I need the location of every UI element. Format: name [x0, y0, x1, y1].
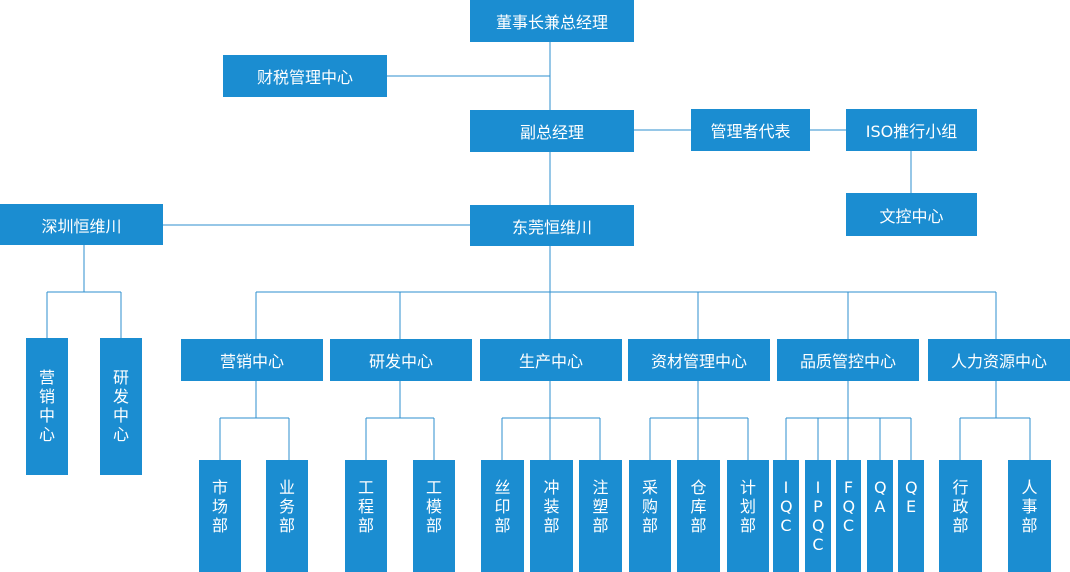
stamping-dept-label: 冲装部	[543, 478, 560, 535]
mold-dept-node: 工模部	[413, 460, 455, 572]
stamping-dept-node: 冲装部	[530, 460, 573, 572]
qa-node: QA	[867, 460, 893, 572]
ipqc-label: IPQC	[812, 478, 825, 554]
fqc-label: FQC	[842, 478, 856, 535]
personnel-dept-label: 人事部	[1021, 478, 1038, 535]
molding-dept-label: 注塑部	[592, 478, 609, 535]
vice-gm-node: 副总经理	[470, 110, 634, 152]
admin-dept-node: 行政部	[939, 460, 982, 572]
quality-center-label: 品质管控中心	[799, 352, 896, 371]
warehouse-dept-label: 仓库部	[690, 478, 707, 535]
purchasing-dept-label: 采购部	[641, 478, 658, 535]
doc-control-label: 文控中心	[879, 206, 944, 226]
finance-node: 财税管理中心	[223, 55, 387, 97]
sz-sales-label: 营销中心	[38, 368, 55, 444]
personnel-dept-node: 人事部	[1008, 460, 1051, 572]
engineering-dept-node: 工程部	[345, 460, 387, 572]
fqc-node: FQC	[836, 460, 861, 572]
shenzhen-label: 深圳恒维川	[41, 216, 122, 236]
quality-center-node: 品质管控中心	[777, 339, 919, 381]
sz-sales-node: 营销中心	[26, 338, 68, 475]
iqc-node: IQC	[773, 460, 799, 572]
rd-center-node: 研发中心	[330, 339, 472, 381]
materials-center-node: 资材管理中心	[628, 339, 770, 381]
sales-center-label: 营销中心	[219, 352, 284, 371]
sz-rd-node: 研发中心	[100, 338, 142, 475]
sz-rd-label: 研发中心	[112, 368, 129, 444]
warehouse-dept-node: 仓库部	[677, 460, 720, 572]
admin-dept-label: 行政部	[952, 478, 969, 535]
mold-dept-label: 工模部	[425, 478, 442, 535]
qe-node: QE	[898, 460, 924, 572]
iso-group-label: ISO推行小组	[865, 122, 958, 141]
iqc-label: IQC	[780, 478, 793, 535]
qe-label: QE	[905, 478, 918, 516]
dongguan-label: 东莞恒维川	[511, 217, 592, 237]
molding-dept-node: 注塑部	[579, 460, 622, 572]
production-center-node: 生产中心	[480, 339, 622, 381]
chairman-node: 董事长兼总经理	[470, 0, 634, 42]
purchasing-dept-node: 采购部	[629, 460, 671, 572]
qa-label: QA	[874, 478, 887, 516]
finance-label: 财税管理中心	[256, 68, 353, 87]
planning-dept-label: 计划部	[739, 478, 756, 535]
ipqc-node: IPQC	[805, 460, 831, 572]
iso-group-node: ISO推行小组	[846, 109, 977, 151]
mgmt-rep-node: 管理者代表	[691, 109, 810, 151]
materials-center-label: 资材管理中心	[650, 352, 747, 371]
engineering-dept-label: 工程部	[357, 478, 374, 535]
doc-control-node: 文控中心	[846, 193, 977, 236]
hr-center-label: 人力资源中心	[950, 352, 1047, 371]
silkscreen-dept-label: 丝印部	[494, 478, 511, 535]
business-dept-label: 业务部	[278, 478, 295, 535]
business-dept-node: 业务部	[266, 460, 308, 572]
planning-dept-node: 计划部	[727, 460, 769, 572]
chairman-label: 董事长兼总经理	[495, 13, 608, 32]
production-center-label: 生产中心	[518, 352, 583, 371]
silkscreen-dept-node: 丝印部	[481, 460, 524, 572]
vice-gm-label: 副总经理	[519, 123, 584, 142]
shenzhen-node: 深圳恒维川	[0, 204, 163, 245]
mgmt-rep-label: 管理者代表	[710, 122, 791, 141]
sales-center-node: 营销中心	[181, 339, 323, 381]
hr-center-node: 人力资源中心	[928, 339, 1070, 381]
market-dept-label: 市场部	[211, 478, 228, 535]
dongguan-node: 东莞恒维川	[470, 205, 634, 246]
rd-center-label: 研发中心	[368, 352, 433, 371]
market-dept-node: 市场部	[199, 460, 241, 572]
